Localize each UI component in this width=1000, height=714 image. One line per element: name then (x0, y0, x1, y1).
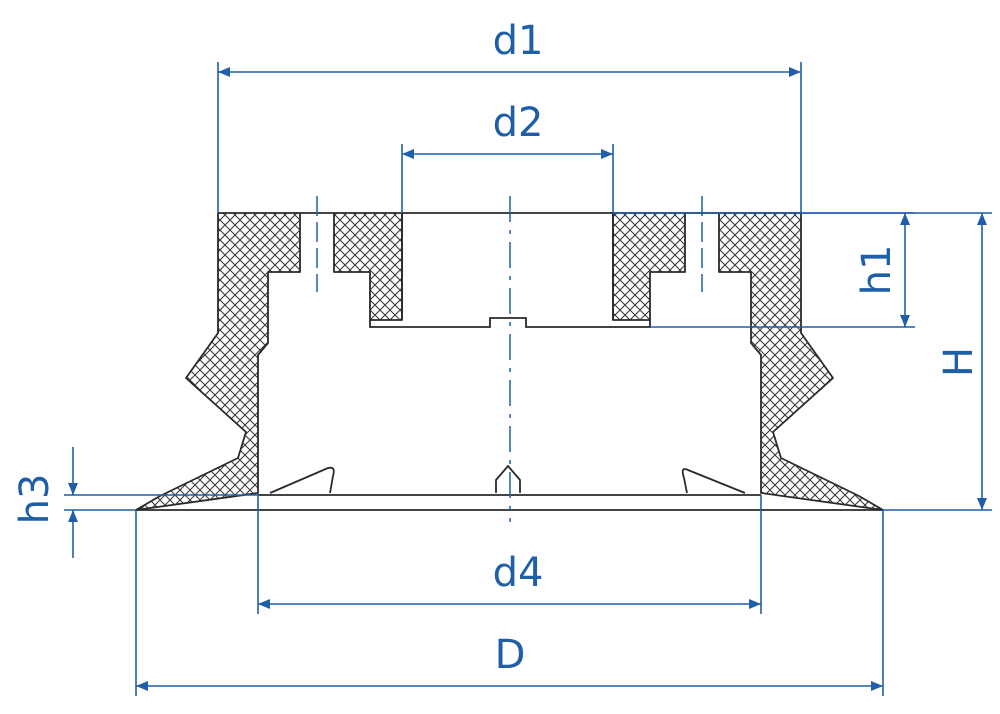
left-inner-block (333, 212, 403, 321)
inner-plate (369, 317, 651, 328)
label-d2: d2 (493, 100, 544, 146)
label-h3: h3 (12, 474, 58, 525)
dimension-lines (64, 62, 992, 696)
right-rib (681, 468, 746, 494)
label-d1: d1 (493, 18, 544, 64)
label-D: D (495, 632, 526, 678)
left-rib (269, 466, 335, 494)
label-H: H (936, 347, 982, 377)
label-h1: h1 (854, 245, 900, 296)
left-section (135, 212, 301, 511)
center-rib (495, 464, 521, 493)
right-inner-block (612, 212, 686, 321)
part-body (135, 196, 884, 522)
dimension-labels: d1 d2 h1 H h3 d4 D (12, 18, 982, 678)
label-d4: d4 (493, 550, 544, 596)
right-section (718, 212, 884, 511)
